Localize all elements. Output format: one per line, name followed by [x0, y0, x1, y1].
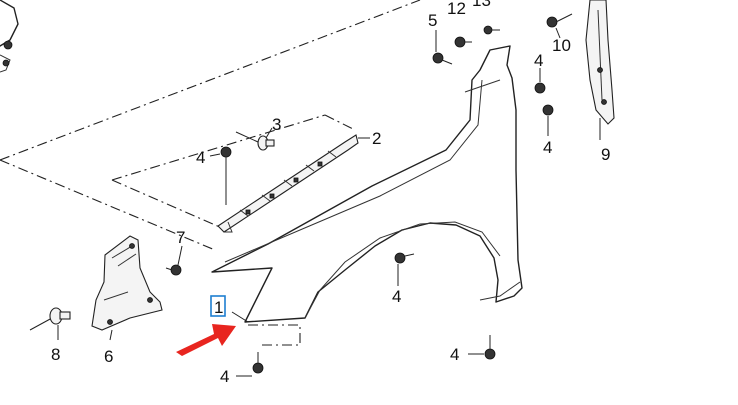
callout-10: 10 — [552, 36, 571, 55]
screw-5 — [432, 52, 453, 65]
callout-2: 2 — [372, 129, 381, 148]
fender-bracket — [91, 235, 163, 331]
screw-10 — [546, 13, 573, 28]
expansion-rivet — [29, 307, 71, 331]
callout-4-e: 4 — [220, 367, 229, 386]
callout-13: 13 — [472, 0, 491, 10]
callout-8: 8 — [51, 345, 60, 364]
screw-7 — [165, 264, 182, 276]
reference-lines — [0, 0, 421, 346]
callout-4-d: 4 — [392, 287, 401, 306]
callout-9: 9 — [601, 145, 610, 164]
side-trim — [585, 0, 615, 140]
callout-1-highlight — [210, 295, 226, 317]
callout-4-c: 4 — [543, 138, 552, 157]
callout-12: 12 — [447, 0, 466, 18]
rivet — [235, 131, 275, 151]
callout-1: 1 — [214, 298, 223, 317]
callout-4-a: 4 — [196, 148, 205, 167]
leader-lines — [57, 27, 561, 377]
red-arrow-icon — [176, 324, 236, 356]
front-fender — [211, 45, 523, 323]
callout-6: 6 — [104, 347, 113, 366]
callout-3: 3 — [272, 115, 281, 134]
bolts-12-13 — [454, 25, 500, 48]
partial-part-top-left — [0, 0, 19, 73]
callout-5: 5 — [428, 11, 437, 30]
screws-4 — [220, 82, 554, 374]
callout-7: 7 — [176, 228, 185, 247]
callout-4-b: 4 — [534, 51, 543, 70]
mounting-rail — [217, 134, 359, 233]
callout-4-f: 4 — [450, 345, 459, 364]
callout-labels: 1 2 3 4 4 4 4 4 4 5 6 7 8 9 10 12 13 — [51, 0, 610, 386]
